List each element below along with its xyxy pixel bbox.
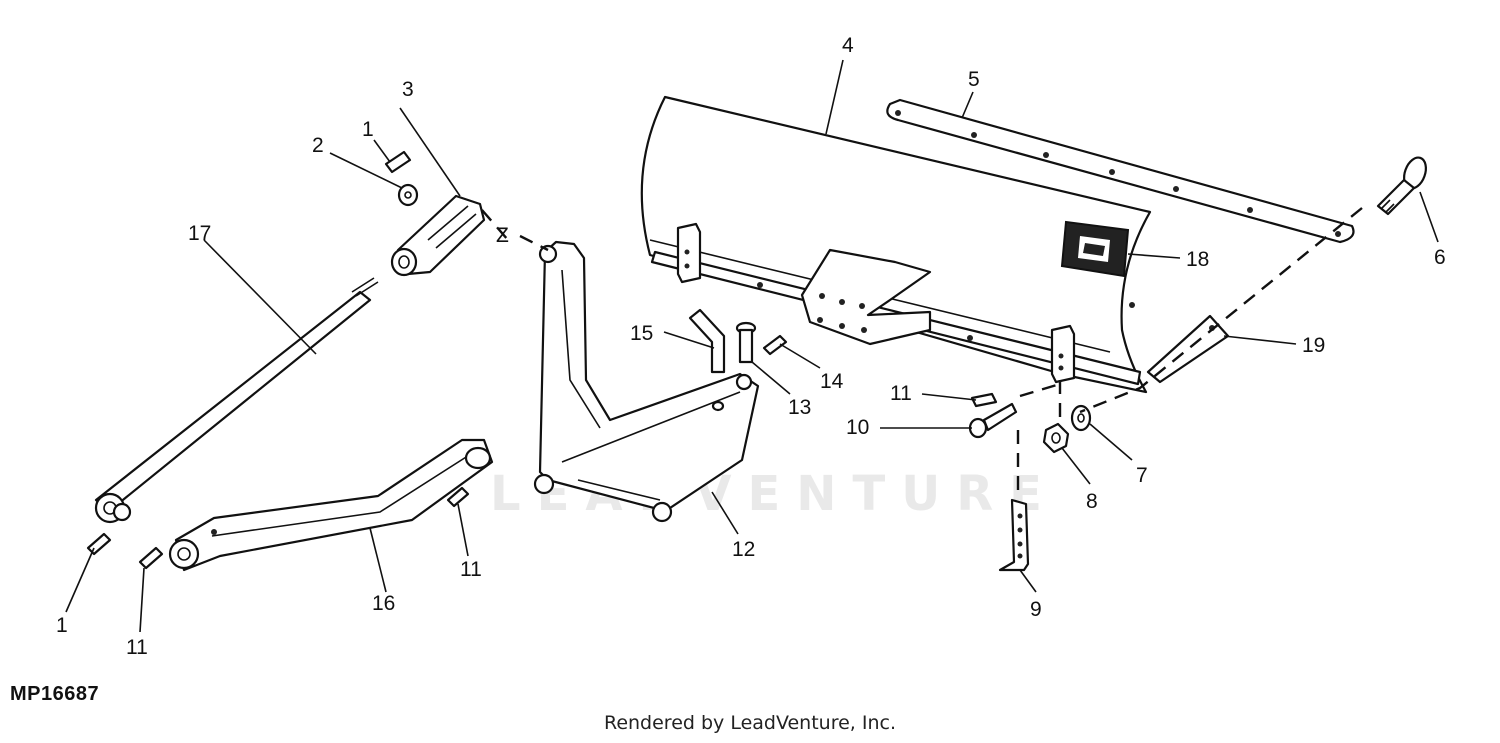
clip-part-1-top[interactable]: [384, 150, 412, 174]
lift-rod-part[interactable]: [94, 277, 379, 524]
bent-pin-part[interactable]: [688, 308, 726, 412]
callout-1-bottom: 1: [56, 614, 68, 637]
clip-part-11-arm[interactable]: [446, 486, 470, 508]
callout-19: 19: [1302, 334, 1325, 357]
callout-6: 6: [1434, 246, 1446, 269]
clip-part-1-bottom[interactable]: [86, 532, 112, 556]
callout-7: 7: [1136, 464, 1148, 487]
clip-part-11-left[interactable]: [138, 546, 164, 570]
callout-11-left: 11: [126, 636, 148, 659]
washer-part-2[interactable]: [397, 183, 419, 207]
callout-1-top: 1: [362, 118, 374, 141]
clip-part-11-blade[interactable]: [970, 392, 998, 408]
assembly-lines: [481, 207, 1363, 496]
callout-18: 18: [1186, 248, 1209, 271]
render-credit: Rendered by LeadVenture, Inc.: [603, 712, 897, 734]
leader-lines: [65, 59, 1439, 633]
callout-11-blade: 11: [890, 382, 912, 405]
callout-12: 12: [732, 538, 755, 561]
decal-part[interactable]: [1060, 220, 1130, 278]
callout-16: 16: [372, 592, 395, 615]
clevis-pin-part[interactable]: [735, 321, 757, 364]
figure-id-label: MP16687: [10, 683, 100, 705]
callout-9: 9: [1030, 598, 1042, 621]
callout-4: 4: [842, 34, 854, 57]
pin-part-10[interactable]: [968, 402, 1018, 439]
skid-shoe-part[interactable]: [998, 498, 1030, 572]
yoke-part[interactable]: [390, 194, 486, 277]
blade-part[interactable]: [640, 95, 1152, 394]
assembly-z-mark: Z: [496, 224, 509, 247]
callout-17: 17: [188, 222, 211, 245]
washer-part-7[interactable]: [1070, 404, 1092, 432]
callout-13: 13: [788, 396, 811, 419]
hairpin-part-14[interactable]: [762, 334, 788, 356]
callout-3: 3: [402, 78, 414, 101]
callout-11-arm: 11: [460, 558, 482, 581]
callout-14: 14: [820, 370, 844, 393]
callout-2: 2: [312, 134, 324, 157]
callout-5: 5: [968, 68, 980, 91]
lift-arm-part[interactable]: [168, 438, 494, 572]
bolt-part-6[interactable]: [1376, 155, 1430, 216]
callout-15: 15: [630, 322, 653, 345]
nut-part-8[interactable]: [1042, 422, 1070, 454]
upper-strip-part[interactable]: [886, 98, 1355, 244]
callout-8: 8: [1086, 490, 1098, 513]
push-frame-part[interactable]: [533, 240, 760, 523]
callout-10: 10: [846, 416, 869, 439]
